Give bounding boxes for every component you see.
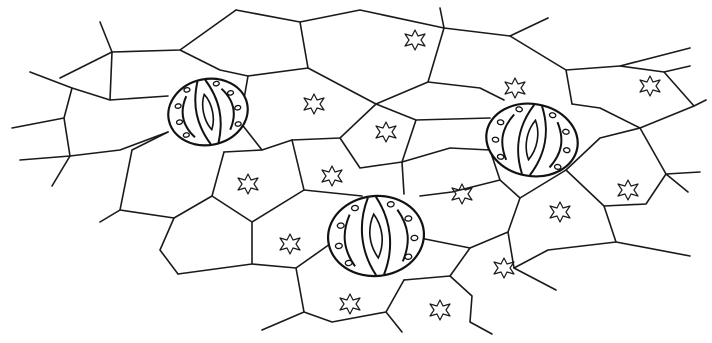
crystal-icon [618, 180, 638, 200]
crystal-icon [430, 300, 450, 320]
crystal-icon [405, 30, 425, 50]
crystal-icon [640, 76, 660, 96]
crystal-icon [376, 122, 396, 142]
crystal-icon [280, 234, 300, 254]
epidermal-cell-walls [12, 8, 706, 334]
crystal-icon [505, 78, 525, 98]
crystal-icon [238, 174, 258, 194]
stoma-upper-left [162, 71, 254, 152]
crystal-icon [550, 202, 570, 222]
stoma-upper-right [480, 97, 583, 184]
crystal-icon [340, 294, 360, 314]
crystal-icon [322, 166, 342, 186]
crystal-icon [494, 258, 514, 278]
crystal-icon [304, 94, 324, 114]
stoma-bottom-center [324, 191, 428, 281]
